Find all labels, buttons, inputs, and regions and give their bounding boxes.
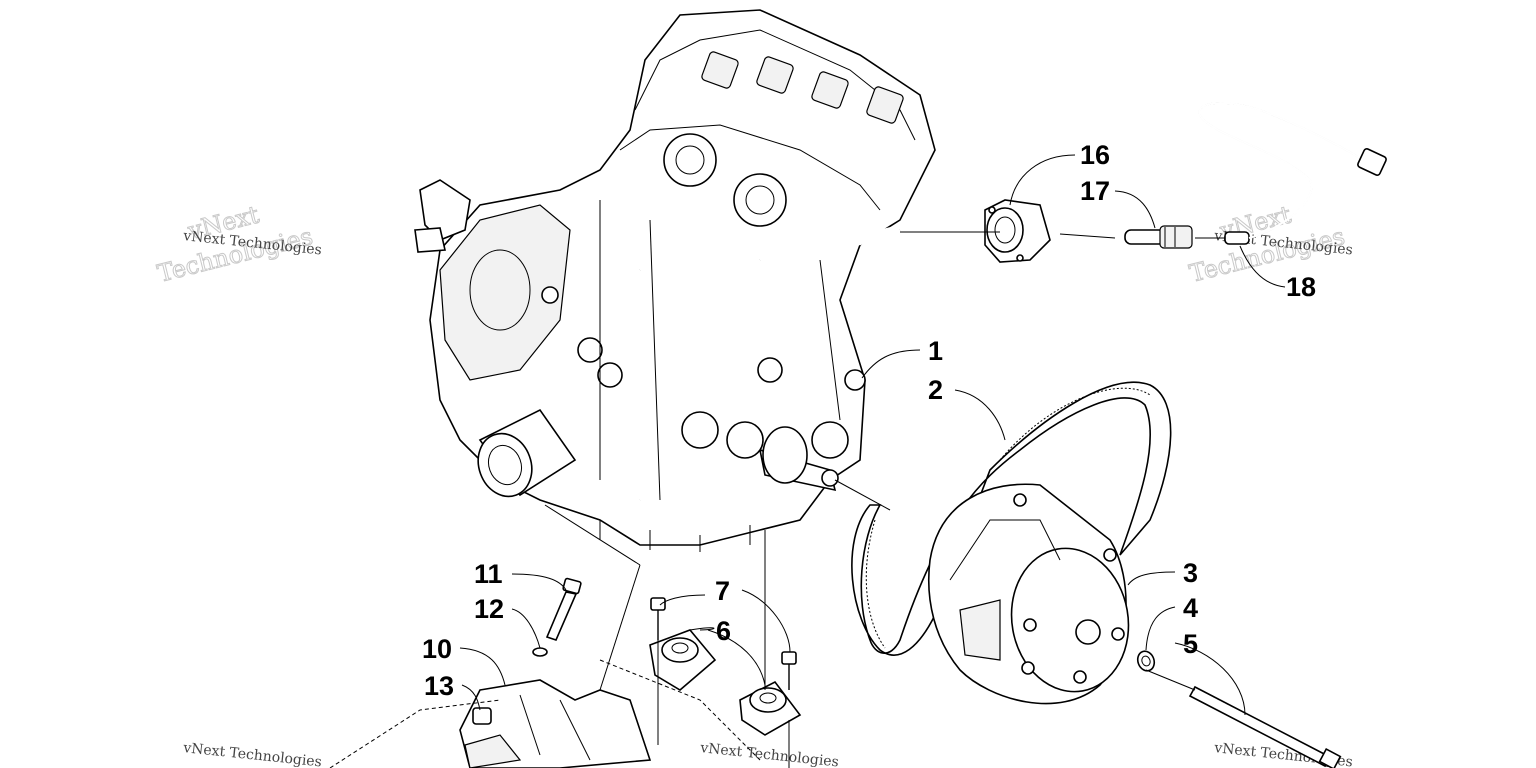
part-label-3: 3: [1183, 558, 1198, 588]
frame-outline: [329, 659, 761, 768]
mount-bolt-left: [650, 597, 666, 640]
thermostat-housing: [984, 199, 1051, 263]
temperature-sensor: [1124, 225, 1193, 249]
part-label-4: 4: [1183, 593, 1198, 623]
part-label-7: 7: [715, 576, 730, 606]
drive-clutch: [927, 483, 1130, 705]
reference-lines: [544, 231, 1225, 768]
sensor-with-harness: [1198, 102, 1387, 245]
engine-bracket: [459, 679, 652, 768]
part-label-12: 12: [474, 594, 504, 624]
engine-mount-left: [649, 629, 717, 691]
part-label-5: 5: [1183, 629, 1198, 659]
part-label-16: 16: [1080, 140, 1110, 170]
part-labels: 1 2 3 4 5 6 7 10 11 12 13 16 17 18: [422, 140, 1316, 701]
clutch-washer: [1136, 650, 1156, 672]
part-label-11: 11: [474, 559, 503, 589]
mount-bolt-right: [781, 651, 797, 690]
part-label-17: 17: [1080, 176, 1110, 206]
watermark-small-4: vNext Technologies: [182, 740, 323, 768]
clutch-bolt: [1188, 685, 1342, 768]
engine-assembly: [414, 9, 936, 552]
watermark-small-5: vNext Technologies: [699, 740, 840, 768]
part-label-6: 6: [716, 616, 731, 646]
leader-lines: [459, 154, 1286, 716]
part-label-1: 1: [928, 336, 943, 366]
part-label-2: 2: [928, 375, 943, 405]
long-bolt: [545, 577, 582, 641]
part-label-10: 10: [422, 634, 452, 664]
part-label-18: 18: [1286, 272, 1316, 302]
washer-small: [532, 647, 548, 657]
engine-mount-right: [739, 680, 802, 736]
part-label-13: 13: [424, 671, 454, 701]
